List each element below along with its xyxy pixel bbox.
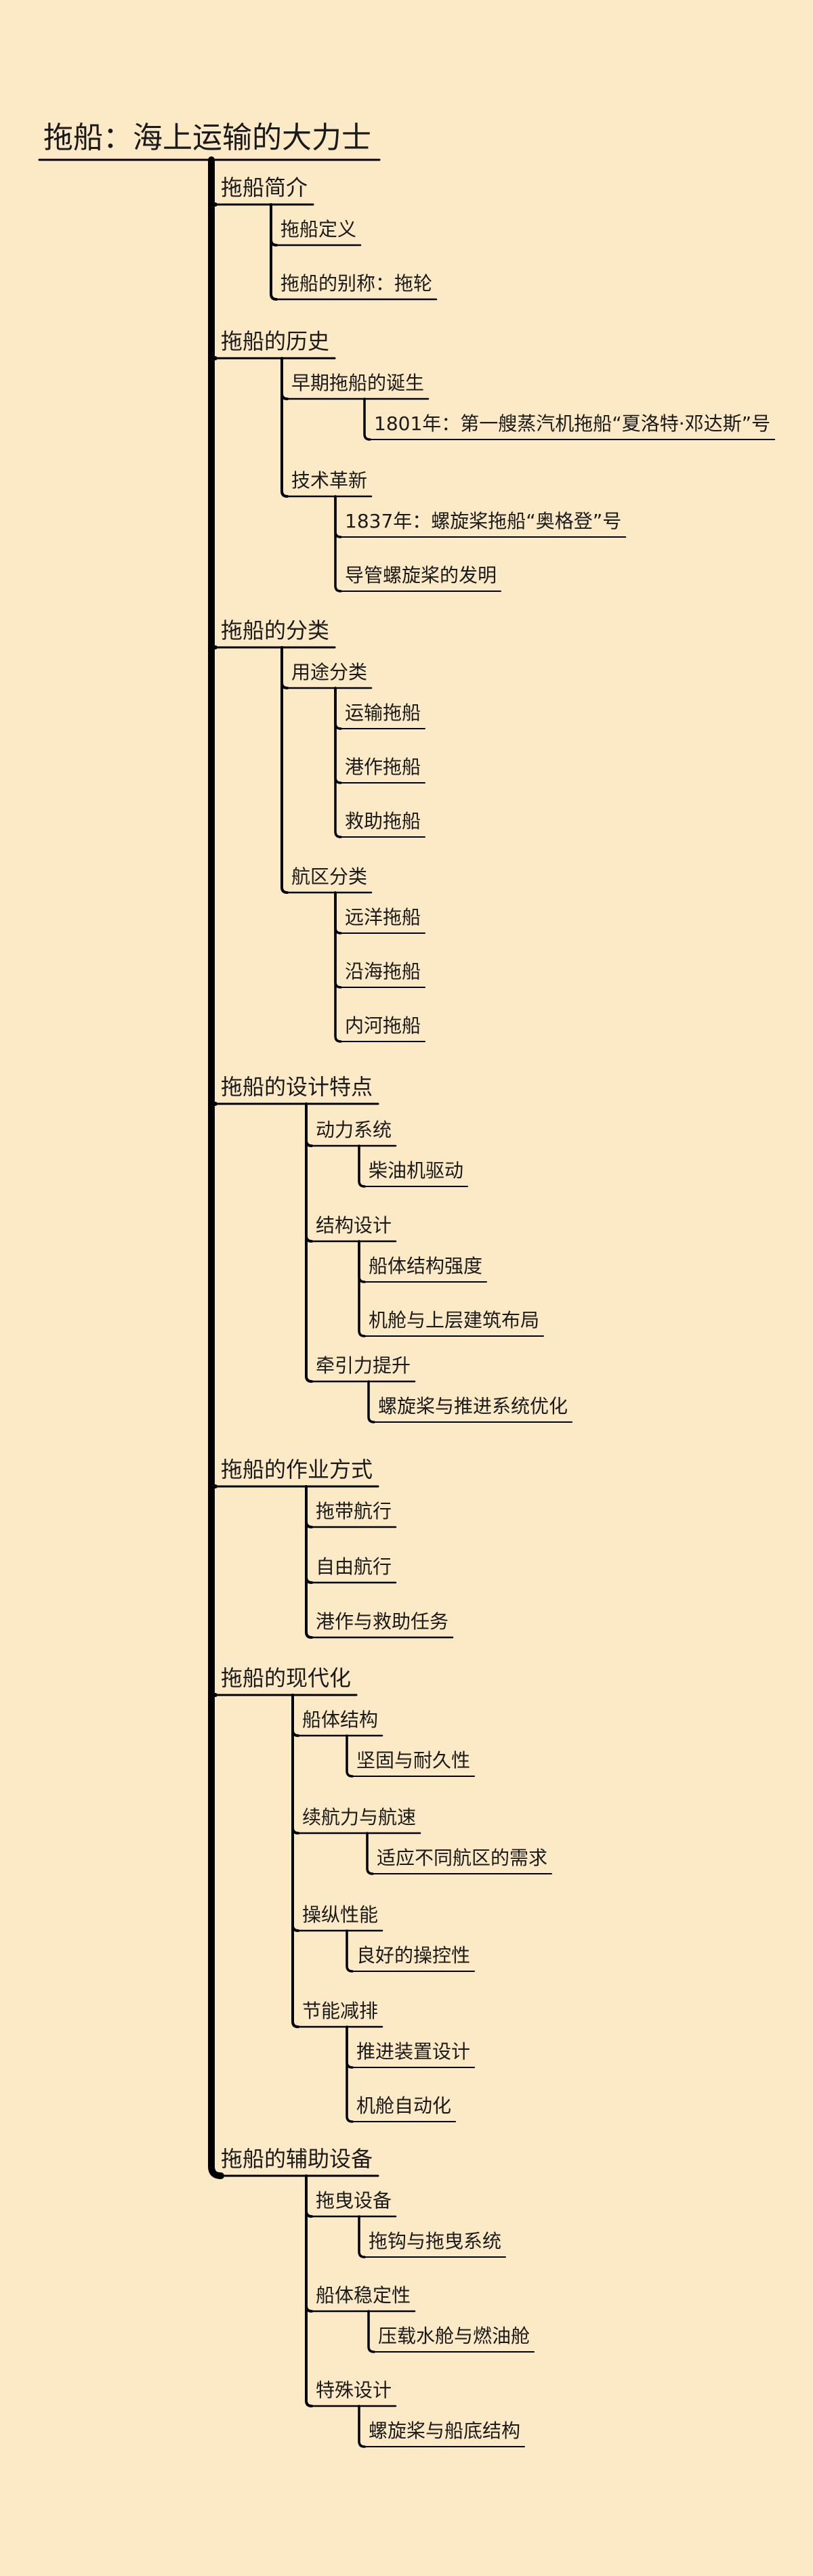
leaf-label: 沿海拖船 [345, 960, 421, 983]
sub-branch-label: 自由航行 [316, 1555, 392, 1578]
sub-branch-label: 操纵性能 [302, 1903, 379, 1926]
mindmap-root-title: 拖船：海上运输的大力士 [43, 121, 371, 156]
sub-branch-label: 牵引力提升 [316, 1354, 411, 1377]
leaf-label: 港作拖船 [345, 755, 421, 778]
leaf-label: 船体结构强度 [369, 1254, 483, 1277]
sub-branch-label: 港作与救助任务 [316, 1610, 449, 1633]
sub-branch-label: 特殊设计 [316, 2378, 392, 2401]
sub-branch-label: 拖船的别称：拖轮 [280, 272, 433, 295]
branch-label: 拖船的作业方式 [221, 1457, 373, 1483]
sub-branch-label: 船体稳定性 [316, 2283, 411, 2306]
leaf-label: 良好的操控性 [356, 1944, 471, 1967]
branch-label: 拖船的历史 [221, 328, 330, 355]
leaf-label: 1837年：螺旋桨拖船“奥格登”号 [345, 509, 622, 532]
sub-branch-label: 拖带航行 [316, 1499, 392, 1522]
sub-branch-label: 续航力与航速 [302, 1805, 417, 1828]
leaf-label: 运输拖船 [345, 701, 421, 724]
branch-label: 拖船的辅助设备 [221, 2146, 373, 2172]
sub-branch-label: 结构设计 [316, 1214, 392, 1237]
sub-branch-label: 早期拖船的诞生 [291, 371, 425, 394]
sub-branch-label: 用途分类 [291, 660, 368, 683]
sub-branch-label: 船体结构 [302, 1708, 379, 1731]
sub-branch-label: 动力系统 [316, 1118, 392, 1141]
trunk-connector [208, 156, 224, 2179]
leaf-label: 柴油机驱动 [369, 1159, 464, 1182]
leaf-label: 适应不同航区的需求 [377, 1846, 548, 1869]
leaf-label: 螺旋桨与船底结构 [369, 2419, 521, 2442]
branch-label: 拖船简介 [221, 175, 308, 201]
sub-branch-label: 拖船定义 [280, 217, 357, 240]
leaf-label: 螺旋桨与推进系统优化 [378, 1394, 568, 1417]
sub-branch-label: 技术革新 [291, 469, 368, 492]
leaf-label: 机舱自动化 [356, 2094, 452, 2117]
sub-branch-label: 航区分类 [291, 865, 368, 888]
leaf-label: 推进装置设计 [356, 2040, 471, 2063]
leaf-label: 拖钩与拖曳系统 [369, 2229, 502, 2252]
leaf-label: 坚固与耐久性 [356, 1748, 471, 1772]
leaf-label: 1801年：第一艘蒸汽机拖船“夏洛特·邓达斯”号 [374, 412, 771, 435]
leaf-label: 内河拖船 [345, 1014, 421, 1037]
leaf-label: 救助拖船 [345, 809, 421, 832]
sub-branch-label: 节能减排 [302, 1999, 379, 2022]
branch-label: 拖船的现代化 [221, 1665, 352, 1692]
leaf-label: 压载水舱与燃油舱 [378, 2324, 530, 2347]
leaf-label: 远洋拖船 [345, 905, 421, 928]
leaf-label: 导管螺旋桨的发明 [345, 563, 497, 586]
sub-branch-label: 拖曳设备 [316, 2189, 392, 2212]
branch-label: 拖船的设计特点 [221, 1074, 373, 1100]
branch-label: 拖船的分类 [221, 618, 330, 644]
leaf-label: 机舱与上层建筑布局 [369, 1308, 540, 1331]
